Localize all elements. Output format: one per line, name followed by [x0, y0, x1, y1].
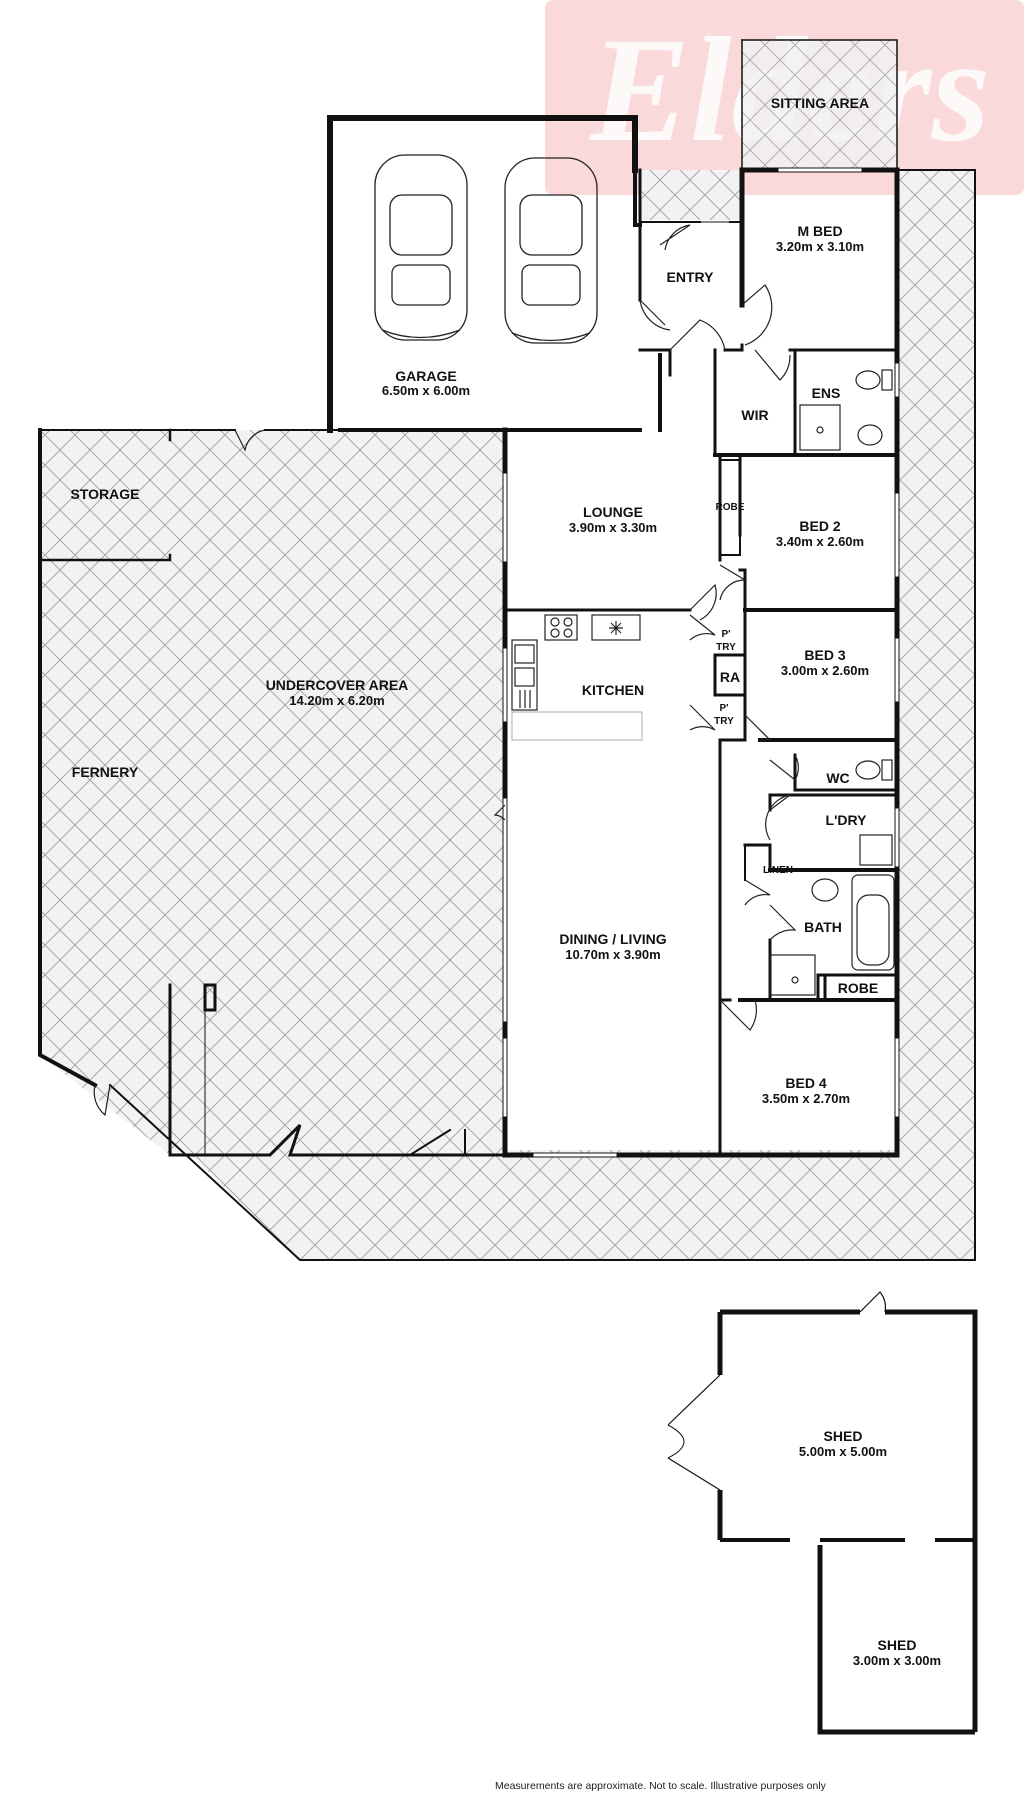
shed-walls [667, 1291, 978, 1735]
room-bath: BATH [804, 919, 842, 935]
room-bed4: BED 4 [785, 1075, 826, 1091]
room-wir: WIR [741, 407, 768, 423]
room-ptry2-line1: P' [719, 703, 728, 714]
door-swing-icon [93, 224, 799, 1117]
room-ens: ENS [812, 385, 841, 401]
room-fernery: FERNERY [72, 764, 139, 780]
room-kitchen: KITCHEN [582, 682, 644, 698]
room-undercover: UNDERCOVER AREA [266, 677, 409, 693]
room-linen: LINEN [763, 865, 793, 876]
room-robe-small: ROBE [716, 502, 745, 513]
bathtub-icon [851, 874, 895, 971]
room-lounge: LOUNGE [583, 504, 643, 520]
room-garage-dims: 6.50m x 6.00m [382, 383, 470, 398]
room-robe: ROBE [838, 980, 878, 996]
room-storage: STORAGE [71, 486, 140, 502]
room-bed4-dims: 3.50m x 2.70m [762, 1091, 850, 1106]
shower-icon [769, 404, 841, 996]
basin-icon [811, 424, 893, 902]
stove-icon [544, 614, 641, 641]
room-ptry2-line2: TRY [714, 716, 734, 727]
room-shed1: SHED [824, 1428, 863, 1444]
room-shed2-dims: 3.00m x 3.00m [853, 1653, 941, 1668]
room-shed1-dims: 5.00m x 5.00m [799, 1444, 887, 1459]
room-undercover-dims: 14.20m x 6.20m [289, 693, 384, 708]
room-bed2: BED 2 [799, 518, 840, 534]
toilet-icon [855, 369, 893, 781]
footer-note: Measurements are approximate. Not to sca… [495, 1780, 826, 1792]
room-ptry1-line2: TRY [716, 642, 736, 653]
room-bed3-dims: 3.00m x 2.60m [781, 663, 869, 678]
room-shed2: SHED [878, 1637, 917, 1653]
room-bed3: BED 3 [804, 647, 845, 663]
room-bed2-dims: 3.40m x 2.60m [776, 534, 864, 549]
room-labels: SITTING AREA GARAGE 6.50m x 6.00m ENTRY … [71, 95, 942, 1668]
room-lounge-dims: 3.90m x 3.30m [569, 520, 657, 535]
room-dining: DINING / LIVING [559, 931, 666, 947]
sink-icon [511, 639, 643, 741]
room-sitting-area: SITTING AREA [771, 95, 869, 111]
room-m-bed: M BED [797, 223, 842, 239]
room-ra: RA [720, 669, 740, 685]
room-m-bed-dims: 3.20m x 3.10m [776, 239, 864, 254]
room-ldry: L'DRY [826, 812, 868, 828]
room-garage: GARAGE [395, 368, 456, 384]
room-wc: WC [826, 770, 849, 786]
room-entry: ENTRY [667, 269, 715, 285]
walls [38, 39, 976, 1261]
car-icon [374, 154, 598, 344]
room-ptry1-line1: P' [721, 629, 730, 640]
room-dining-dims: 10.70m x 3.90m [565, 947, 660, 962]
